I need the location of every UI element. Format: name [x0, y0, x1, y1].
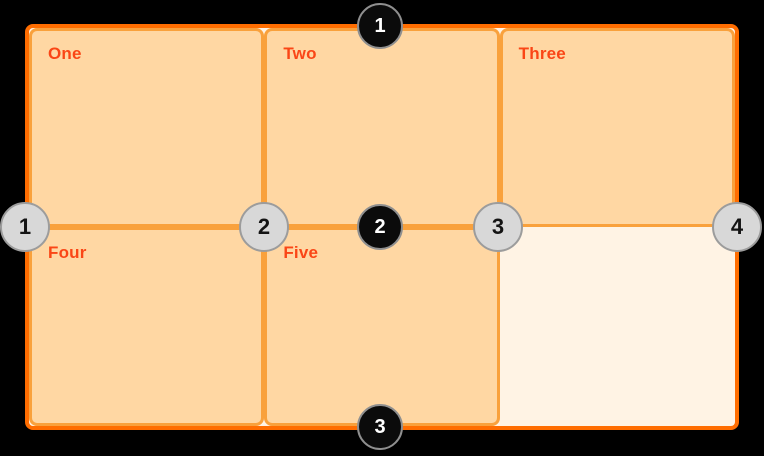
column-line-marker-3: 3	[473, 202, 523, 252]
cell-label-three: Three	[518, 44, 566, 63]
column-line-marker-2: 2	[239, 202, 289, 252]
grid-cell-four: Four	[29, 227, 265, 426]
row-line-marker-2: 2	[357, 204, 403, 250]
grid-cell-three: Three	[499, 28, 735, 227]
cell-label-five: Five	[283, 243, 319, 262]
grid-cell-one: One	[29, 28, 265, 227]
row-line-marker-1: 1	[357, 3, 403, 49]
cell-label-two: Two	[283, 44, 317, 63]
cell-label-four: Four	[48, 243, 87, 262]
grid-cell-empty	[500, 227, 735, 426]
grid-cell-two: Two	[264, 28, 500, 227]
column-line-marker-4: 4	[712, 202, 762, 252]
cell-label-one: One	[48, 44, 82, 63]
grid-cell-five: Five	[264, 227, 500, 426]
row-line-marker-3: 3	[357, 404, 403, 450]
column-line-marker-1: 1	[0, 202, 50, 252]
grid-container: One Two Three Four Five	[25, 24, 739, 430]
